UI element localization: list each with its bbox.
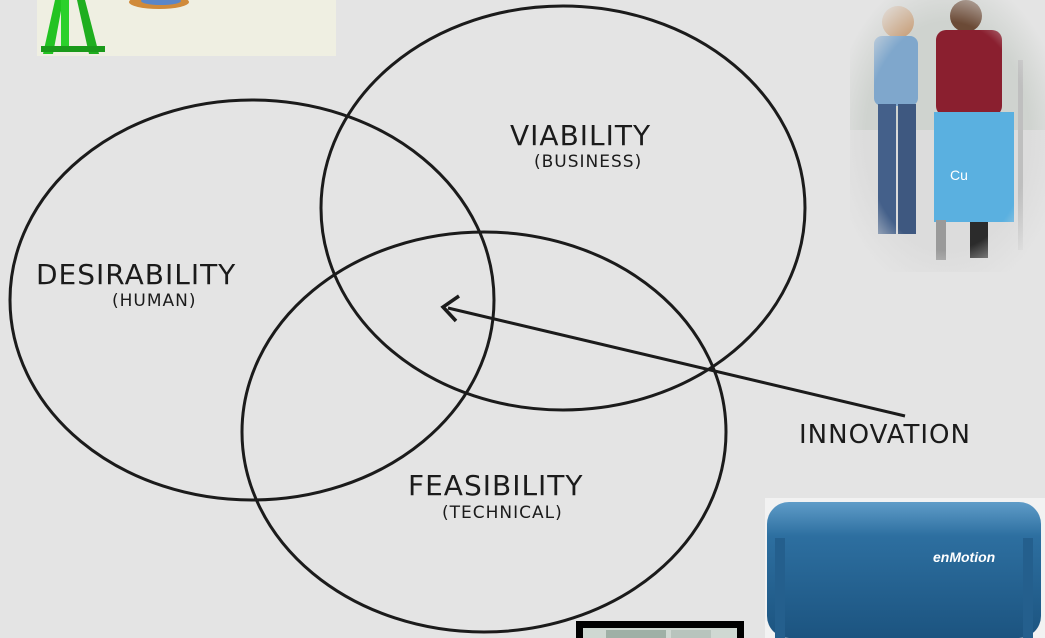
caregivers-photo: Cu bbox=[850, 0, 1045, 272]
viability-title: VIABILITY bbox=[510, 119, 652, 152]
desirability-subtitle: (HUMAN) bbox=[112, 291, 197, 311]
feasibility-subtitle: (TECHNICAL) bbox=[442, 503, 563, 523]
towel-dispenser-photo: enMotion bbox=[765, 498, 1045, 638]
viability-subtitle: (BUSINESS) bbox=[534, 152, 643, 172]
innovation-label: INNOVATION bbox=[799, 420, 971, 450]
dispenser-brand-label: enMotion bbox=[933, 549, 995, 565]
feasibility-circle bbox=[240, 230, 728, 634]
innovation-arrow bbox=[447, 306, 906, 418]
tablet-photo bbox=[576, 621, 744, 638]
desirability-circle bbox=[8, 98, 496, 502]
viability-circle bbox=[319, 4, 807, 412]
feasibility-title: FEASIBILITY bbox=[408, 469, 584, 502]
tripod-clipart-image bbox=[37, 0, 336, 56]
desirability-title: DESIRABILITY bbox=[36, 258, 237, 291]
arrowhead-icon bbox=[440, 294, 460, 323]
